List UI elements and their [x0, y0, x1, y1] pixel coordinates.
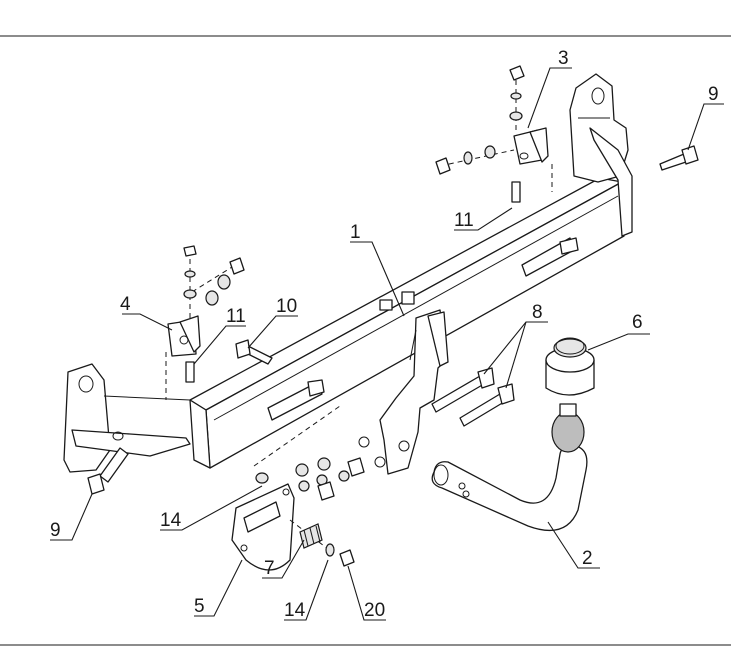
callout-20: 20 — [364, 600, 385, 621]
callout-7: 7 — [264, 558, 275, 579]
callout-1: 1 — [350, 222, 361, 243]
main-cross-beam — [189, 177, 625, 469]
callout-14-lower: 14 — [284, 600, 306, 621]
fastener-stack — [255, 457, 365, 567]
bolt-9-right — [659, 145, 699, 171]
callout-2: 2 — [582, 548, 593, 569]
leader-lines — [50, 67, 724, 621]
neck-bolts — [431, 367, 515, 427]
callout-3: 3 — [558, 48, 569, 69]
callout-6: 6 — [632, 312, 643, 333]
bracket-3-assembly — [435, 65, 553, 203]
socket-plate — [231, 405, 341, 571]
callout-8: 8 — [532, 302, 543, 323]
right-side-bracket — [569, 73, 633, 237]
left-side-bracket — [63, 363, 191, 473]
callout-5: 5 — [194, 596, 205, 617]
callout-11-right: 11 — [454, 210, 474, 231]
ball-cover — [545, 337, 595, 396]
callout-4: 4 — [120, 294, 131, 315]
bolt-10 — [235, 339, 273, 365]
callout-9-left: 9 — [50, 520, 61, 541]
bolt-9-left — [87, 447, 129, 495]
callout-10: 10 — [276, 296, 297, 317]
center-mounting-plate — [358, 309, 449, 475]
callout-11-left: 11 — [226, 306, 246, 327]
tow-ball-neck — [431, 403, 588, 532]
callout-9-right: 9 — [708, 84, 719, 105]
callout-labels: 1 2 3 4 5 6 7 8 9 9 10 11 11 14 14 20 — [50, 48, 719, 621]
callout-14-upper: 14 — [160, 510, 182, 531]
bracket-4-assembly — [165, 245, 245, 400]
